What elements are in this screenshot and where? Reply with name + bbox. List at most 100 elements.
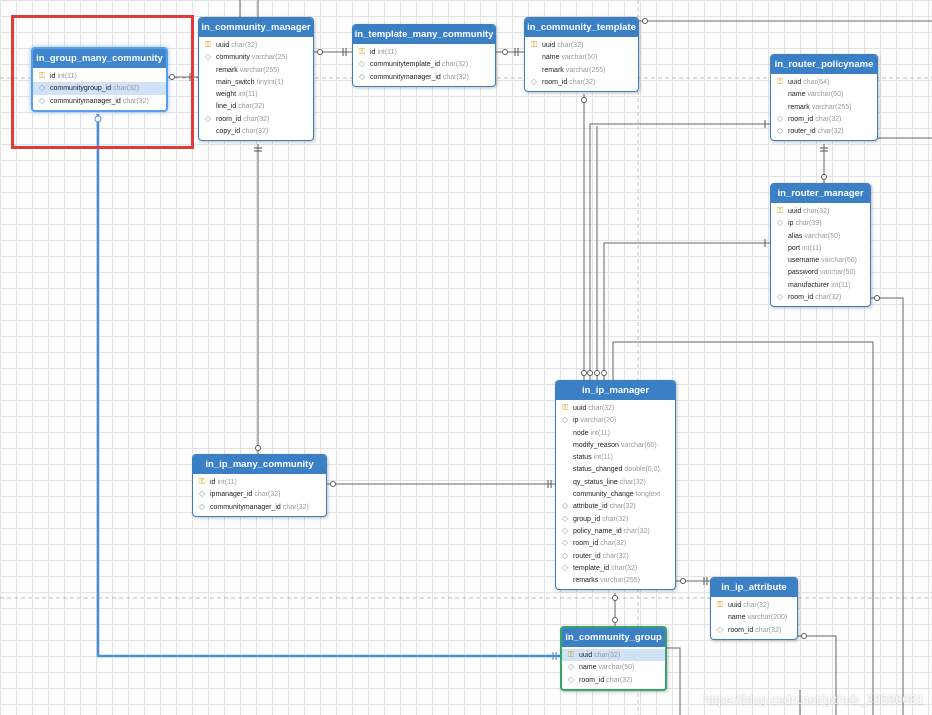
- column-type: tinyint(1): [256, 78, 284, 86]
- table-title[interactable]: in_community_group: [562, 628, 665, 647]
- index-diamond-icon: ◇: [716, 624, 724, 634]
- column-name: communitymanager_id: [370, 73, 441, 81]
- index-diamond-icon: ◇: [561, 513, 569, 523]
- index-diamond-icon: ◇: [358, 71, 366, 81]
- table-title[interactable]: in_community_template: [525, 18, 638, 37]
- index-diamond-icon: ◇: [561, 525, 569, 535]
- column-type: char(32): [623, 527, 650, 535]
- column-name: uuid: [579, 652, 593, 659]
- column-type: char(32): [113, 85, 140, 93]
- index-diamond-icon: ◇: [561, 415, 569, 425]
- column-name: id: [210, 479, 216, 486]
- table-in-ip-attribute[interactable]: in_ip_attribute ⚿uuidchar(32)◇namevarcha…: [710, 577, 798, 640]
- index-diamond-icon: ◇: [776, 218, 784, 228]
- table-title[interactable]: in_template_many_community: [353, 25, 495, 44]
- column-type: char(32): [243, 115, 270, 123]
- table-in-community-template[interactable]: in_community_template ⚿uuidchar(32)◇name…: [524, 17, 639, 93]
- table-title[interactable]: in_ip_attribute: [711, 578, 797, 597]
- column-type: char(32): [282, 503, 309, 511]
- column-name: password: [788, 269, 818, 277]
- index-diamond-icon: ◇: [38, 83, 46, 93]
- table-in-router-policyname[interactable]: in_router_policyname ⚿uuidchar(64)◇namev…: [770, 54, 878, 142]
- column-type: char(32): [442, 73, 469, 81]
- column-name: ipmanager_id: [210, 491, 253, 499]
- column-type: varchar(20): [580, 417, 617, 425]
- column-type: char(32): [619, 478, 646, 486]
- watermark: https://blog.csdn.net/github_38596081: [703, 692, 924, 707]
- table-title[interactable]: in_ip_manager: [556, 381, 675, 400]
- column-name: ip: [788, 220, 794, 228]
- column-type: char(32): [569, 78, 596, 86]
- table-title[interactable]: in_group_many_community: [33, 49, 166, 68]
- column-name: port: [788, 244, 801, 252]
- table-title[interactable]: in_router_policyname: [771, 55, 877, 74]
- primary-key-icon: ⚿: [38, 71, 46, 80]
- table-title[interactable]: in_community_manager: [199, 18, 313, 37]
- table-title[interactable]: in_ip_many_community: [193, 455, 326, 474]
- table-title[interactable]: in_router_manager: [771, 184, 870, 203]
